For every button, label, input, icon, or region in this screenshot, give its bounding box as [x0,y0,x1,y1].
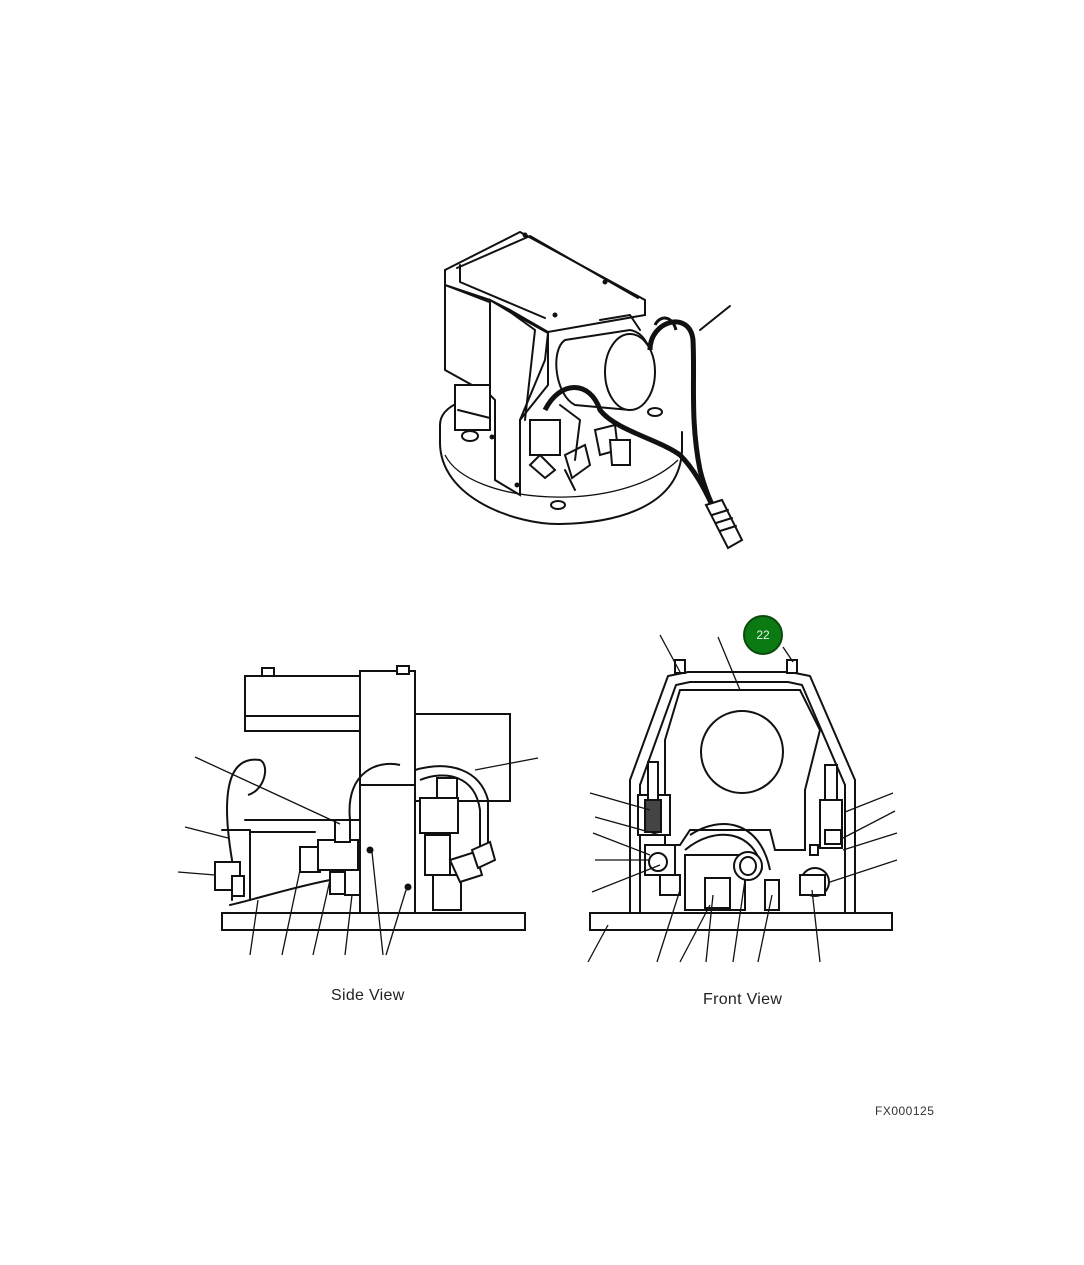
side-view-leader-lines [177,756,539,956]
front-view-drawing [587,634,898,963]
isometric-assembly-view [438,230,744,550]
front-view-label: Front View [703,991,783,1008]
side-view-drawing [177,665,539,956]
connector-plug [704,498,744,550]
side-view-label: Side View [331,987,405,1004]
front-view-leader-lines [587,634,898,963]
figure-id: FX000125 [875,1104,935,1118]
valve-fittings [454,384,631,491]
base-plate [438,394,683,526]
power-cable [542,305,744,550]
callout-badge[interactable]: 22 [743,615,783,655]
motor-cylinder [555,314,656,412]
motor-housing [444,230,646,497]
